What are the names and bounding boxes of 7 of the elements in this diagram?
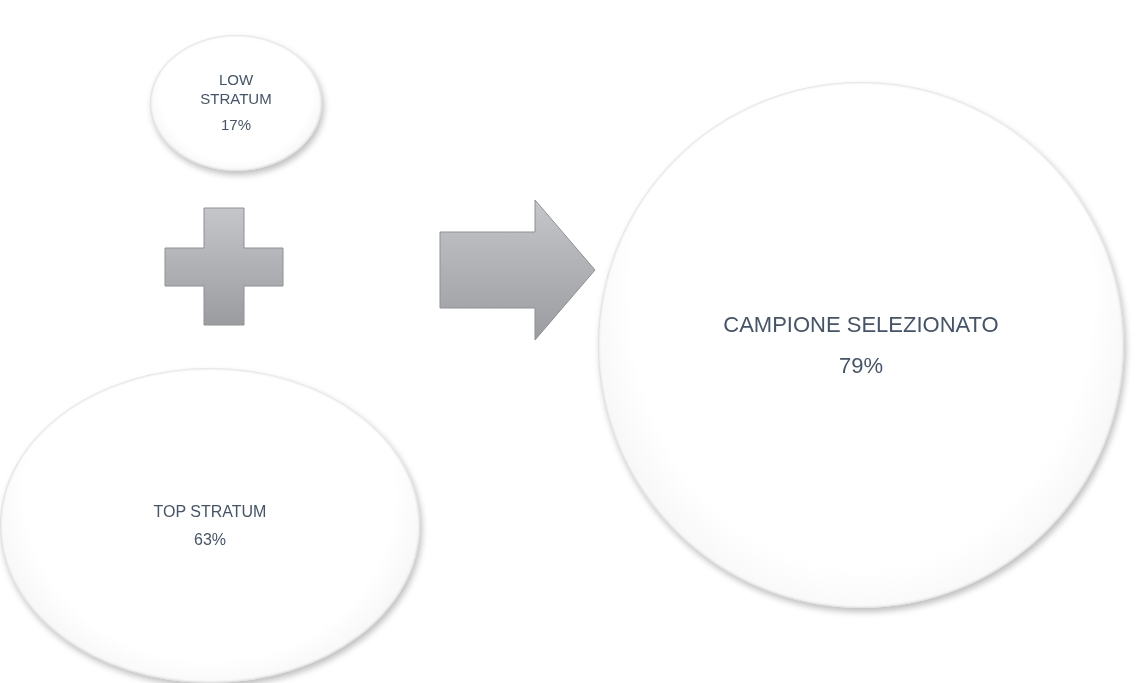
percentage-label: 79% [838, 352, 883, 380]
block-arrow [439, 199, 596, 341]
node-title: TOP STRATUM [153, 501, 267, 522]
node-title: CAMPIONE SELEZIONATO [723, 310, 999, 338]
node-title: LOW STRATUM [199, 70, 273, 109]
percentage-label: 63% [194, 529, 226, 550]
percentage-label: 17% [221, 116, 251, 136]
